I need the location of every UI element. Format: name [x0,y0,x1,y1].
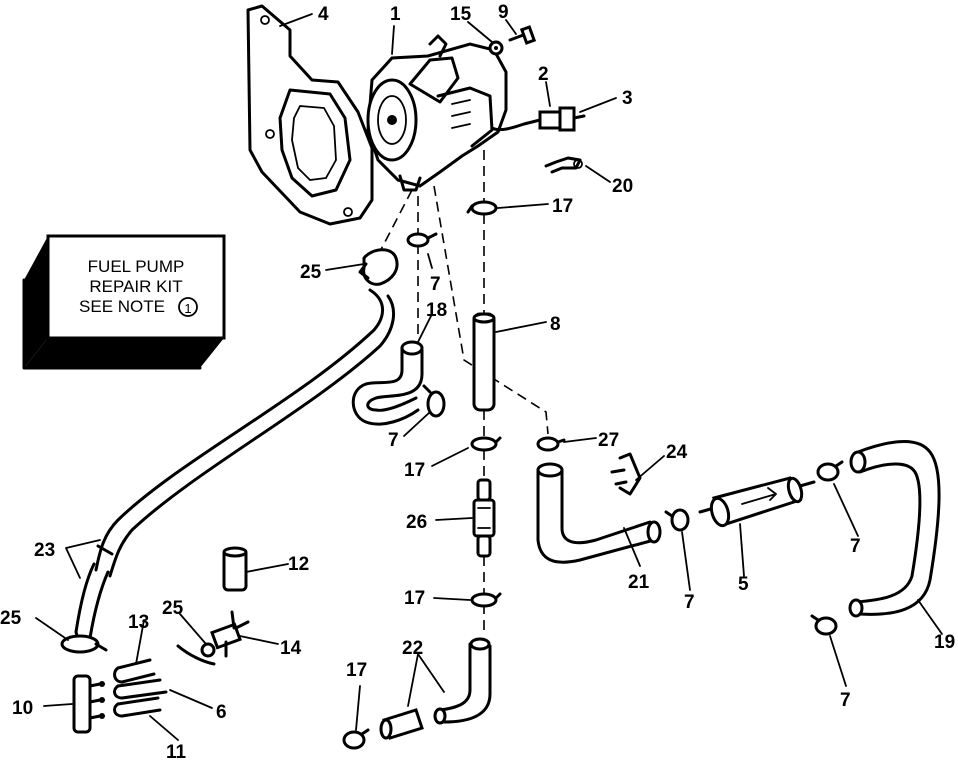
fuel-filter-part-5 [698,476,816,528]
clamp-part-7 [406,232,438,248]
hose-part-21 [536,462,662,564]
callout-12: 12 [288,554,309,575]
hose-part-22 [433,637,492,725]
screw-part-9 [508,25,537,45]
callout-22: 22 [402,638,423,659]
hose-part-13 [113,658,156,684]
hose-part-11 [113,696,162,718]
dashed-guide-line [369,189,413,271]
callout-17-mid: 17 [404,460,425,481]
hose-part-8 [472,312,496,412]
callout-25-mid: 25 [162,598,184,619]
callout-4: 4 [318,4,329,25]
clamp-part-17 [470,436,502,452]
tee-fitting-part-14 [176,610,250,666]
callout-21: 21 [628,572,650,593]
callout-2: 2 [538,64,549,85]
callout-26: 26 [406,512,427,533]
clamp-part-17 [466,200,498,216]
callout-5: 5 [738,574,749,595]
clamp-part-25 [60,634,108,654]
mounting-bracket-part-4 [246,4,374,226]
clip-part-20 [544,156,583,174]
callout-23: 23 [34,540,55,561]
callout-8: 8 [550,314,561,335]
clamp-part-7 [816,460,844,482]
fitting-part-2 [490,118,542,132]
valve-part-26 [472,478,496,558]
callout-17-bottom: 17 [346,660,367,681]
callout-17-lower: 17 [404,588,425,609]
callout-7-filter-left: 7 [684,592,695,613]
sensor-part-3 [538,106,586,132]
callout-20: 20 [612,176,633,197]
leader-lines [35,13,943,741]
callout-3: 3 [622,88,633,109]
callout-19: 19 [934,632,955,653]
callout-13: 13 [128,612,149,633]
kit-box-note-number: 1 [184,301,191,316]
hose-part-19 [848,440,941,618]
dashed-guide-line [433,185,549,435]
kit-box-line2: REPAIR KIT [89,277,182,296]
clip-part-24 [610,452,642,496]
clamp-part-17 [470,592,502,608]
kit-box-line1: FUEL PUMP [88,257,185,276]
callout-11: 11 [166,742,187,763]
hose-part-23 [74,288,396,643]
callout-14: 14 [280,638,302,659]
hose-piece-part-22 [379,708,424,740]
callout-24: 24 [666,442,688,463]
callout-9: 9 [498,2,509,23]
plug-part-12 [222,546,248,592]
hose-part-18 [351,340,424,426]
fuel-pump-part-1 [366,34,508,192]
callout-1: 1 [390,4,401,25]
clamp-part-7 [664,508,690,532]
clamp-part-7 [422,384,446,418]
clamp-part-17 [342,728,370,750]
callout-17-top: 17 [552,196,573,217]
callout-25-top: 25 [300,262,322,283]
clamp-part-7 [810,614,838,636]
clamp-part-27 [536,436,566,452]
callout-18: 18 [426,300,447,321]
hose-part-6 [113,678,168,700]
callout-7-filter-right: 7 [850,536,861,557]
callout-27: 27 [598,430,619,451]
callout-7-top: 7 [430,274,441,295]
callout-25-left: 25 [0,608,22,629]
callout-7-bottom-right: 7 [840,690,851,711]
washer-part-15 [488,40,504,56]
callout-10: 10 [12,698,33,719]
callout-7-hose18: 7 [388,430,399,451]
repair-kit-box: FUEL PUMP REPAIR KIT SEE NOTE 1 [22,234,226,370]
fitting-part-25 [358,248,399,286]
fitting-block-part-10 [72,674,105,734]
callout-15: 15 [450,4,472,25]
kit-box-line3: SEE NOTE [79,297,165,316]
callout-6: 6 [216,702,227,723]
